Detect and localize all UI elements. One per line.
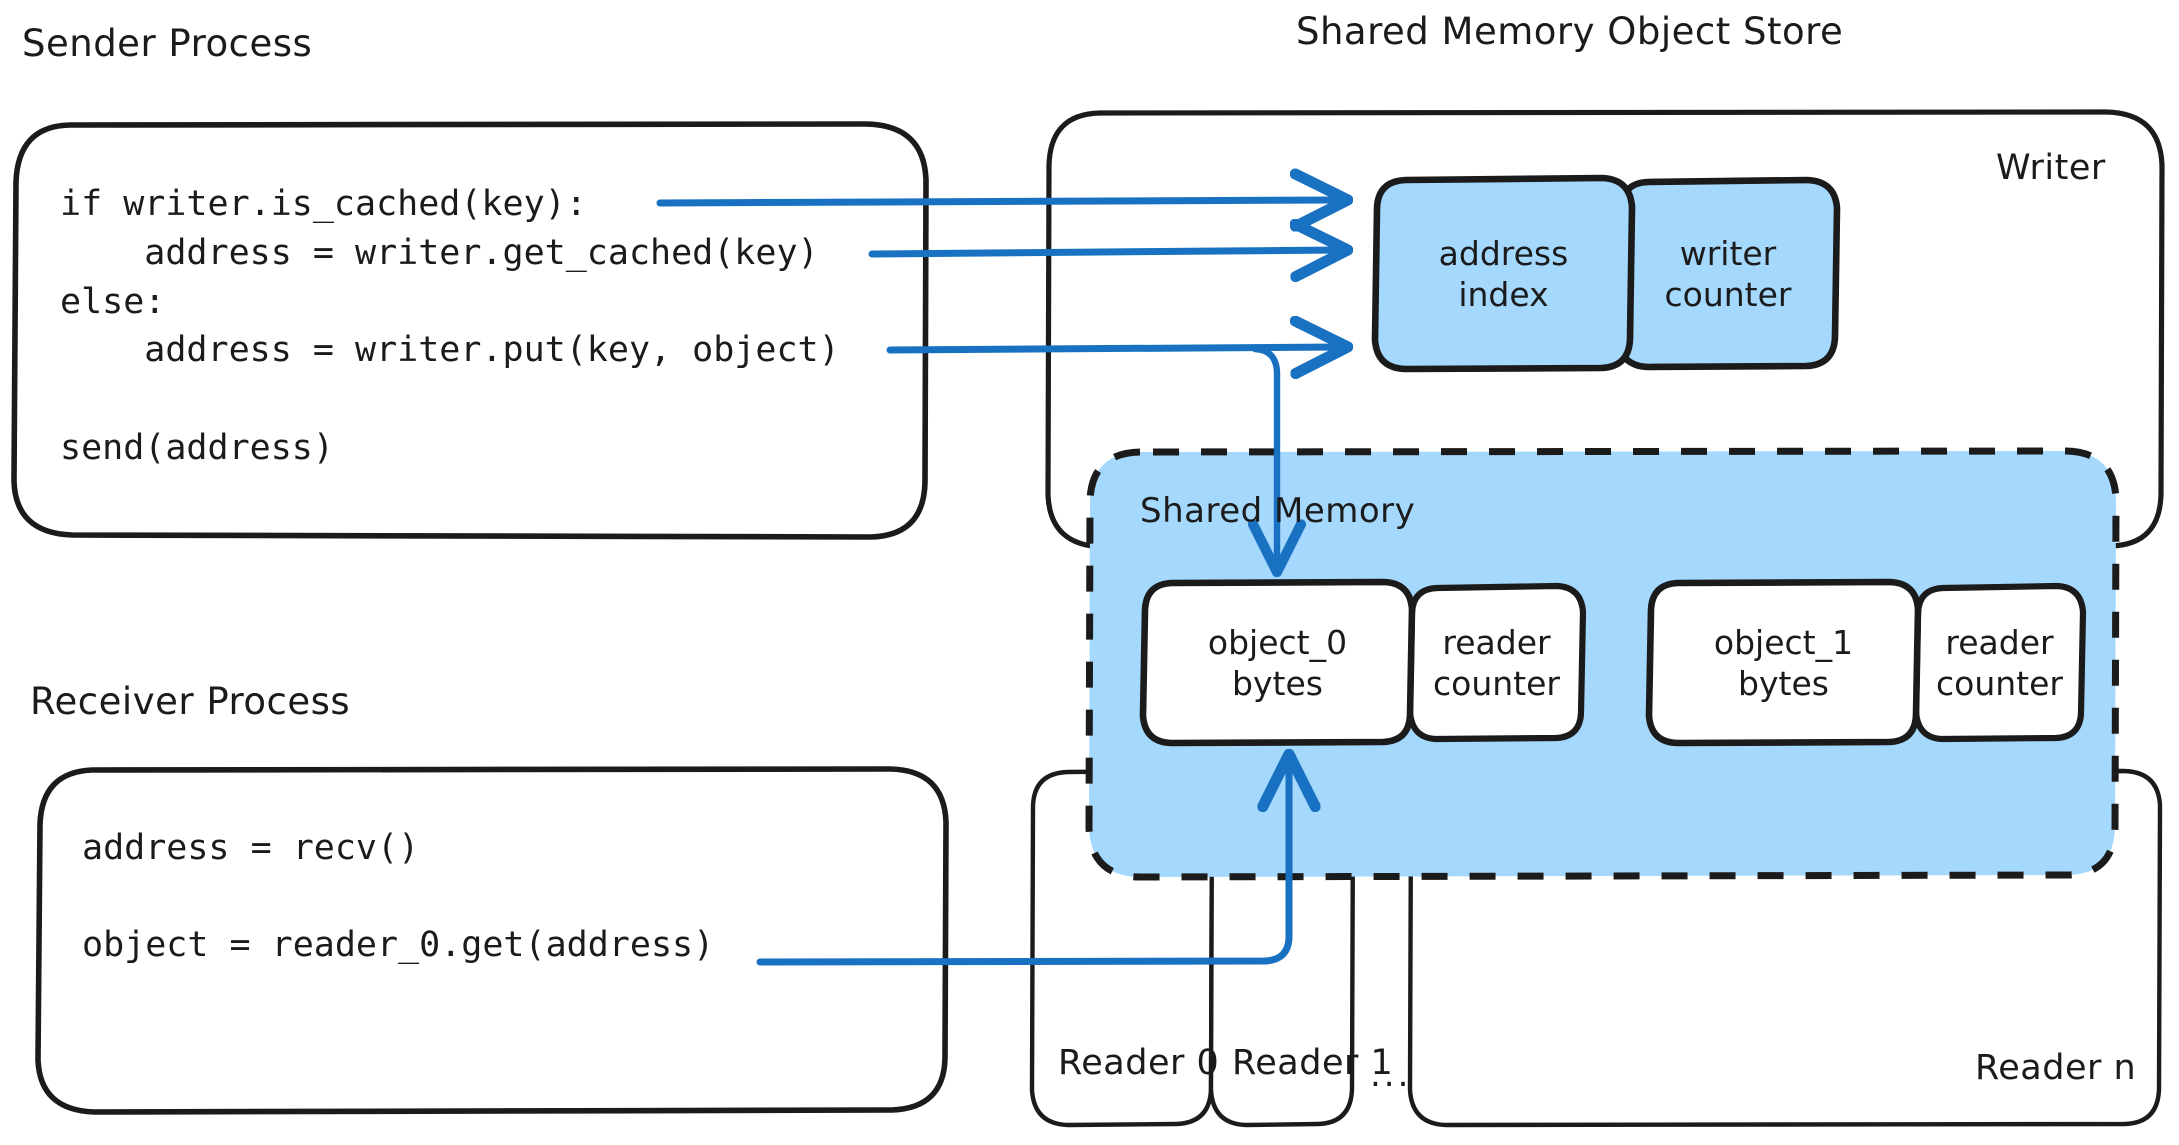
receiver-process-box — [35, 766, 949, 1115]
receiver-code-line-1: address = recv() — [82, 828, 420, 868]
shared-memory-object-store-title: Shared Memory Object Store — [1296, 10, 1844, 53]
object-0-cell — [1139, 578, 1416, 747]
sender-process-box — [11, 121, 929, 540]
reader-n-label: Reader n — [1975, 1048, 2137, 1088]
sender-code-line-3: else: — [60, 282, 166, 322]
arrow-is-cached-to-address-index — [656, 200, 1340, 203]
writer-counter-label: writer counter — [1664, 233, 1792, 314]
object-1-label: object_1 bytes — [1713, 622, 1854, 703]
shared-memory-label: Shared Memory — [1140, 491, 1416, 531]
arrow-put-to-object-0 — [1255, 345, 1277, 565]
sender-code-line-4: address = writer.put(key, object) — [60, 330, 840, 370]
object-0-label: object_0 bytes — [1207, 622, 1348, 703]
reader-0-label: Reader 0 — [1058, 1043, 1220, 1083]
arrow-get-cached-to-address-index — [868, 250, 1340, 254]
receiver-code-line-2: object = reader_0.get(address) — [82, 925, 715, 965]
readers-ellipsis-label: ... — [1370, 1055, 1412, 1095]
writer-label: Writer — [1996, 148, 2106, 188]
sender-process-title: Sender Process — [22, 22, 313, 65]
sender-code-line-5: send(address) — [60, 428, 334, 468]
receiver-process-title: Receiver Process — [30, 680, 351, 723]
reader-counter-0-label: reader counter — [1433, 622, 1560, 703]
sender-code-line-1: if writer.is_cached(key): — [60, 184, 587, 224]
object-1-cell — [1645, 578, 1922, 747]
arrow-put-to-address-index — [886, 347, 1340, 350]
reader-counter-1-label: reader counter — [1936, 622, 2063, 703]
reader-1-label: Reader 1 — [1232, 1043, 1394, 1083]
address-index-label: address index — [1438, 233, 1569, 314]
shared-memory-region — [1085, 447, 2120, 881]
address-index-cell — [1371, 174, 1636, 373]
sender-code-line-2: address = writer.get_cached(key) — [60, 233, 819, 273]
arrow-reader-get-to-object-0 — [756, 762, 1289, 966]
